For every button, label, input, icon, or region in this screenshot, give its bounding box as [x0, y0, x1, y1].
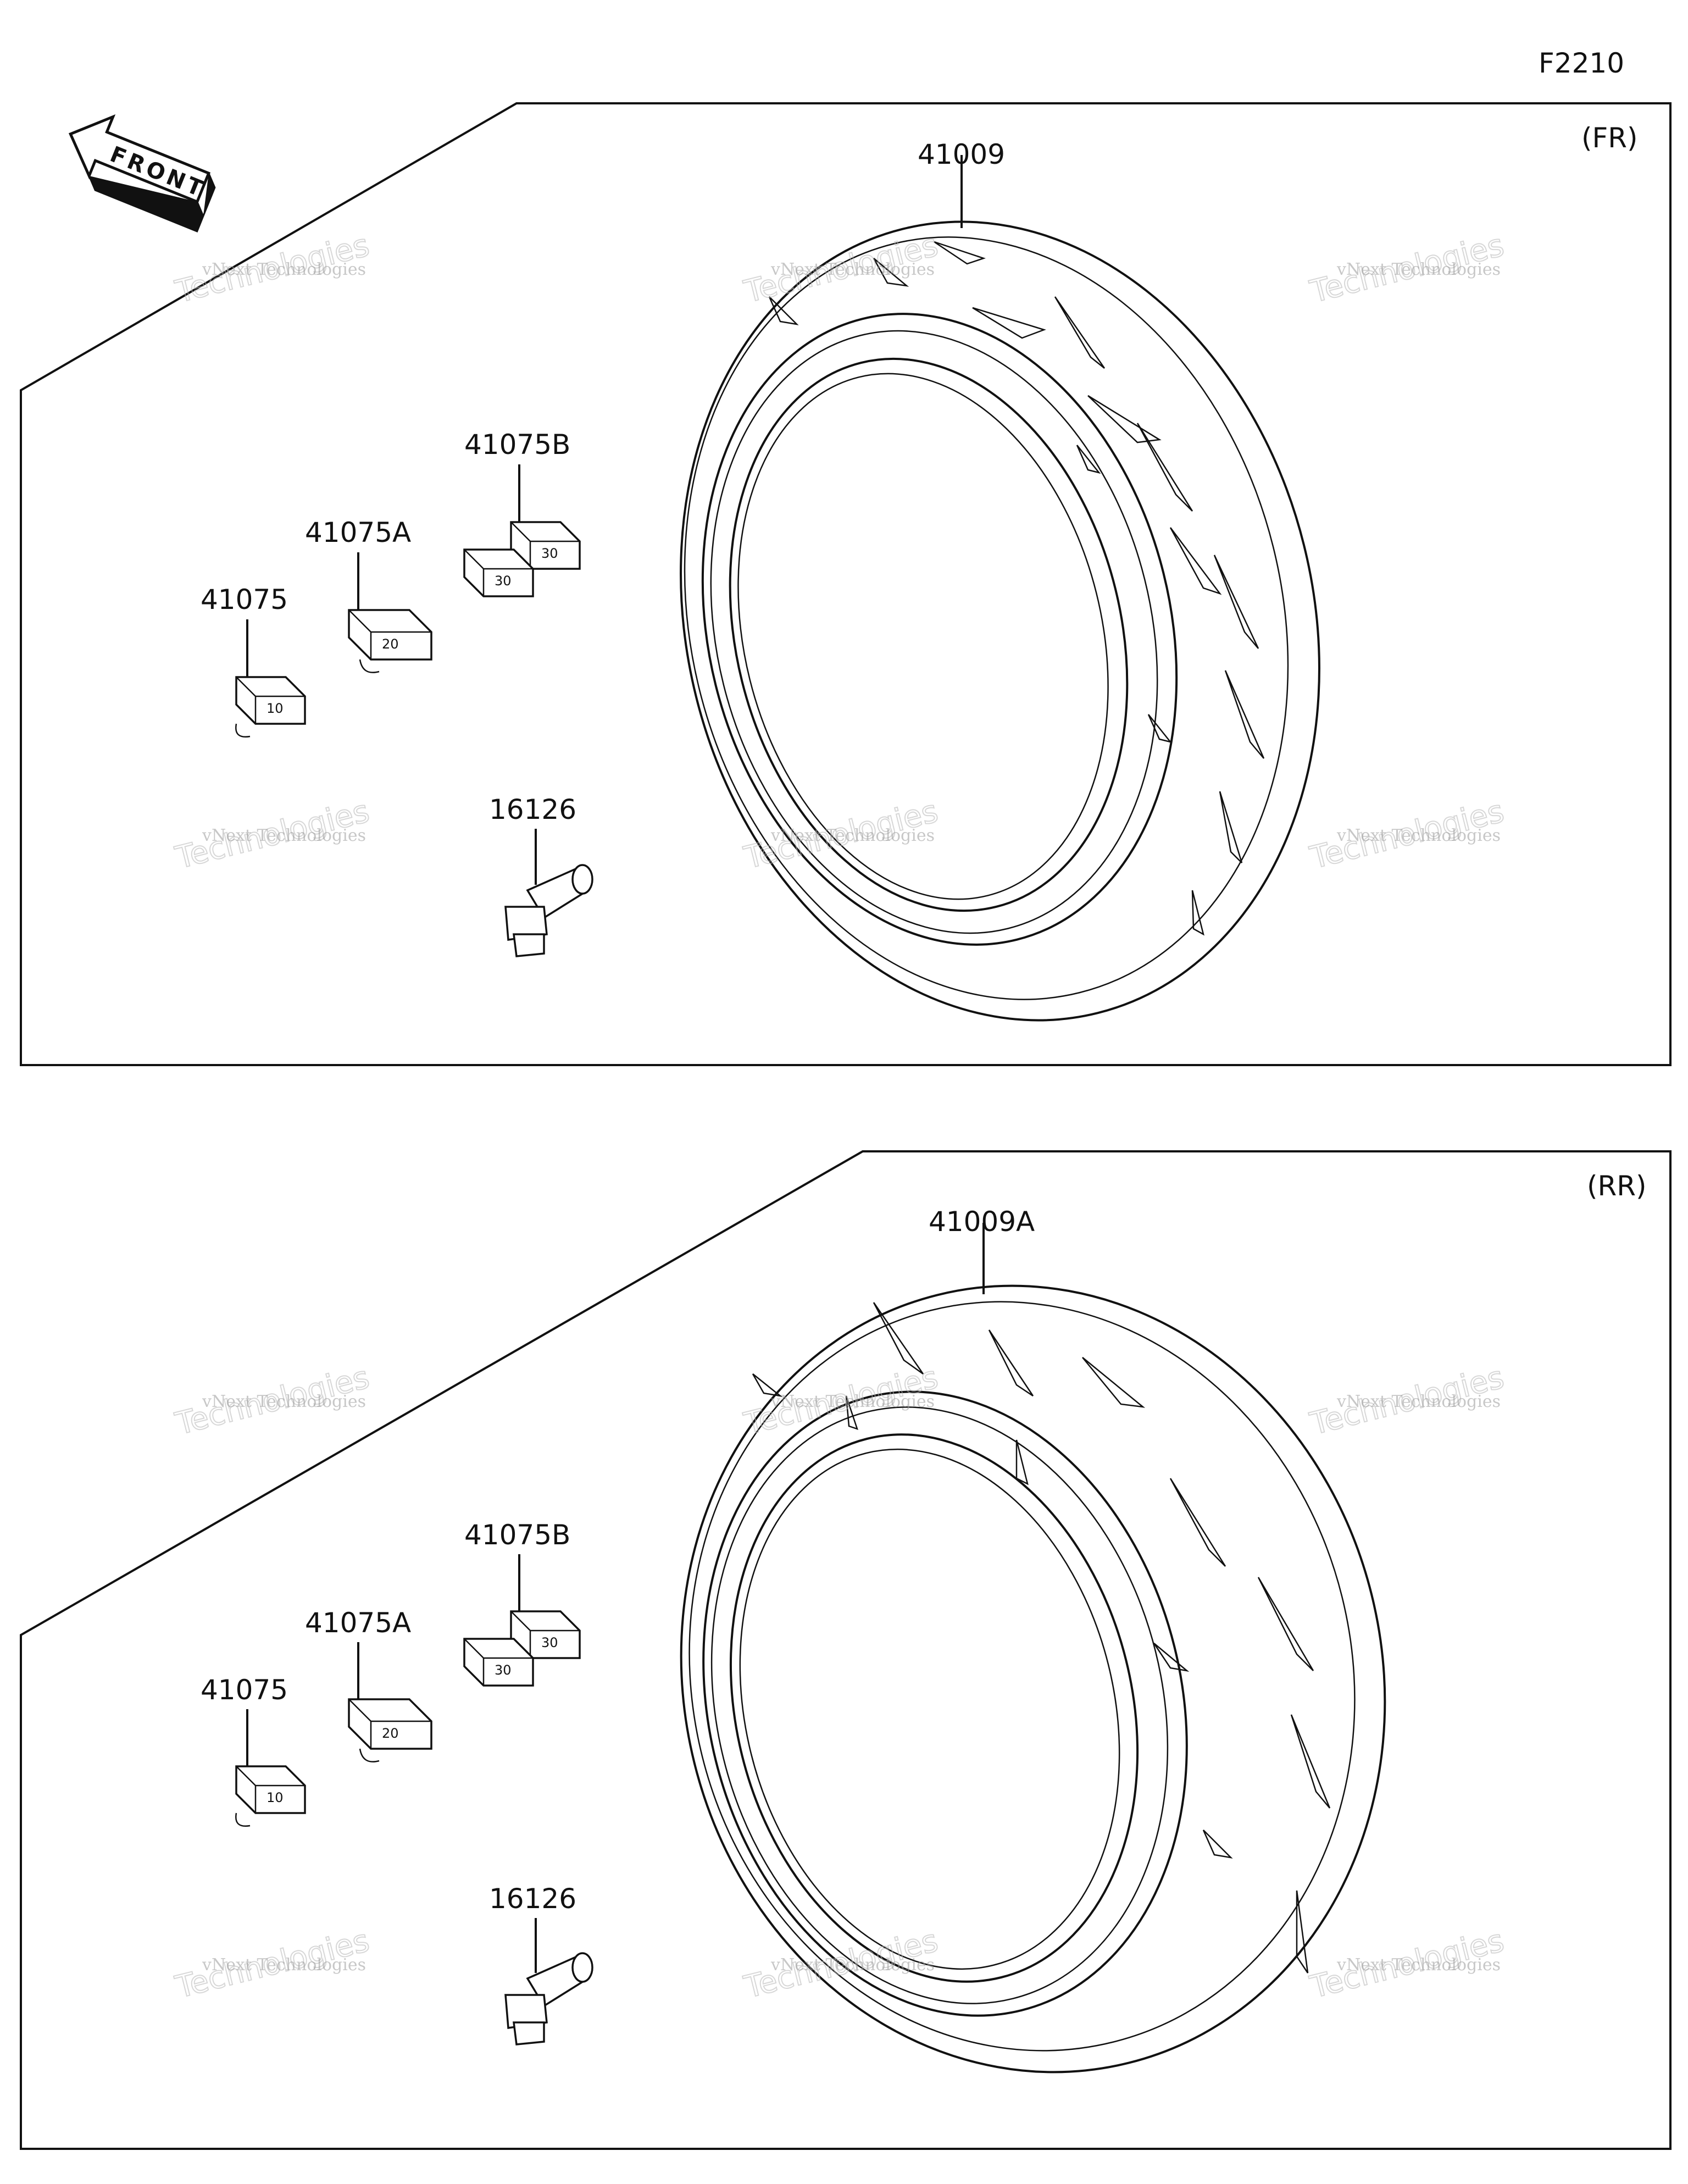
- rear-tire: 41009A: [680, 1206, 1386, 2074]
- panel-rear-tag: (RR): [1587, 1170, 1647, 1202]
- watermark-text: vNext Technologies: [202, 260, 366, 279]
- front-weight: 41075 10: [201, 584, 306, 738]
- rear-weight-a: 41075A 20: [305, 1607, 432, 1762]
- panel-rear-frame: [20, 1150, 1672, 2150]
- rear-weight-mark: 10: [266, 1790, 284, 1805]
- panel-front-tag: (FR): [1581, 122, 1638, 154]
- watermark-text: vNext Technologies: [770, 1955, 935, 1975]
- watermark-text: vNext Technologies: [770, 826, 935, 845]
- watermark-text: vNext Technologies: [202, 1392, 366, 1411]
- front-valve-label: 16126: [489, 794, 576, 825]
- watermark-text: vNext Technologies: [770, 1392, 935, 1411]
- front-weight-b-label: 41075B: [464, 429, 570, 461]
- figure-code: F2210: [1539, 47, 1624, 79]
- rear-weight-b-label: 41075B: [464, 1519, 570, 1551]
- rear-weight-b-mark: 30: [541, 1635, 558, 1650]
- front-weight-a-label: 41075A: [305, 517, 411, 548]
- front-arrow-icon: FRONT: [68, 114, 216, 232]
- front-weight-label: 41075: [201, 584, 288, 616]
- rear-weight-a-mark: 20: [382, 1726, 399, 1741]
- rear-weight-a-label: 41075A: [305, 1607, 411, 1639]
- front-weight-a-mark: 20: [382, 636, 399, 652]
- rear-valve-label: 16126: [489, 1883, 576, 1915]
- panel-front: (FR) 41009 410: [20, 102, 1672, 1066]
- panel-front-frame: [20, 102, 1672, 1066]
- front-tire: 41009: [680, 138, 1320, 1022]
- front-valve: 16126: [489, 794, 593, 957]
- front-weight-b-mark-2: 30: [495, 573, 512, 589]
- front-tire-label: 41009: [918, 138, 1005, 170]
- watermark-text: vNext Technologies: [770, 260, 935, 279]
- rear-tire-label: 41009A: [929, 1206, 1035, 1238]
- front-weight-b-mark: 30: [541, 546, 558, 561]
- rear-weight-label: 41075: [201, 1674, 288, 1706]
- watermark-text: vNext Technologies: [202, 826, 366, 845]
- panel-rear: (RR) 41009A 41075B: [20, 1150, 1672, 2150]
- front-weight-b: 41075B 30 30: [463, 429, 581, 597]
- rear-weight: 41075 10: [201, 1674, 306, 1827]
- watermark-text: vNext Technologies: [1336, 1392, 1501, 1411]
- watermark-text: vNext Technologies: [202, 1955, 366, 1975]
- rear-weight-b: 41075B 30 30: [463, 1519, 581, 1687]
- rear-weight-b-mark-2: 30: [495, 1662, 512, 1678]
- front-weight-mark: 10: [266, 701, 284, 716]
- rear-valve: 16126: [489, 1883, 593, 2046]
- watermark-text: vNext Technologies: [1336, 260, 1501, 279]
- front-weight-a: 41075A 20: [305, 517, 432, 673]
- watermark-text: vNext Technologies: [1336, 826, 1501, 845]
- watermark-text: vNext Technologies: [1336, 1955, 1501, 1975]
